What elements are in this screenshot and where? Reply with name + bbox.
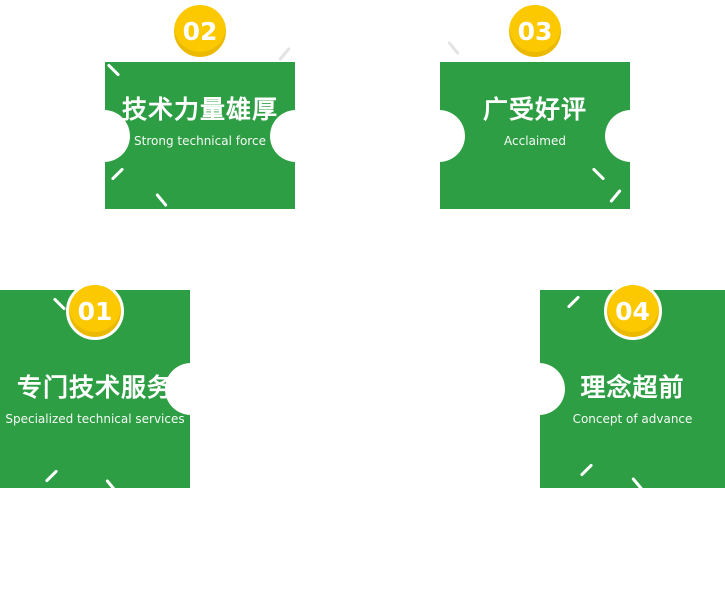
feature-card-02: 02 技术力量雄厚 Strong technical force	[78, 2, 322, 209]
number-badge-04: 04	[603, 282, 662, 340]
card-subtitle: Strong technical force	[134, 133, 266, 148]
card-title: 技术力量雄厚	[121, 95, 278, 124]
card-subtitle: Concept of advance	[572, 411, 693, 426]
feature-card-04: 04 理念超前 Concept of advance	[513, 282, 725, 488]
feature-card-01: 01 专门技术服务 Specialized technical services	[0, 282, 217, 488]
card-content: 理念超前 Concept of advance	[540, 290, 725, 488]
card-subtitle: Acclaimed	[504, 133, 566, 148]
card-content: 技术力量雄厚 Strong technical force	[105, 62, 295, 209]
feature-card-03: 03 广受好评 Acclaimed	[413, 2, 657, 209]
notch-decoration	[270, 109, 322, 162]
badge-number: 02	[182, 16, 218, 46]
number-badge-01: 01	[66, 282, 124, 340]
card-content: 广受好评 Acclaimed	[440, 62, 630, 209]
card-title: 理念超前	[580, 373, 685, 402]
number-badge-02: 02	[171, 2, 229, 60]
badge-number: 03	[517, 16, 553, 46]
sparkle-decoration	[447, 40, 460, 56]
card-title: 广受好评	[482, 95, 587, 124]
card-content: 专门技术服务 Specialized technical services	[0, 290, 190, 488]
notch-decoration	[165, 363, 217, 415]
sparkle-decoration	[278, 46, 291, 62]
notch-decoration	[605, 109, 657, 162]
number-badge-03: 03	[506, 2, 564, 60]
notch-decoration	[78, 109, 130, 162]
badge-number: 04	[615, 296, 650, 326]
card-title: 专门技术服务	[16, 373, 173, 402]
notch-decoration	[513, 363, 565, 415]
badge-number: 01	[77, 296, 113, 326]
card-subtitle: Specialized technical services	[5, 411, 185, 426]
notch-decoration	[413, 109, 465, 162]
